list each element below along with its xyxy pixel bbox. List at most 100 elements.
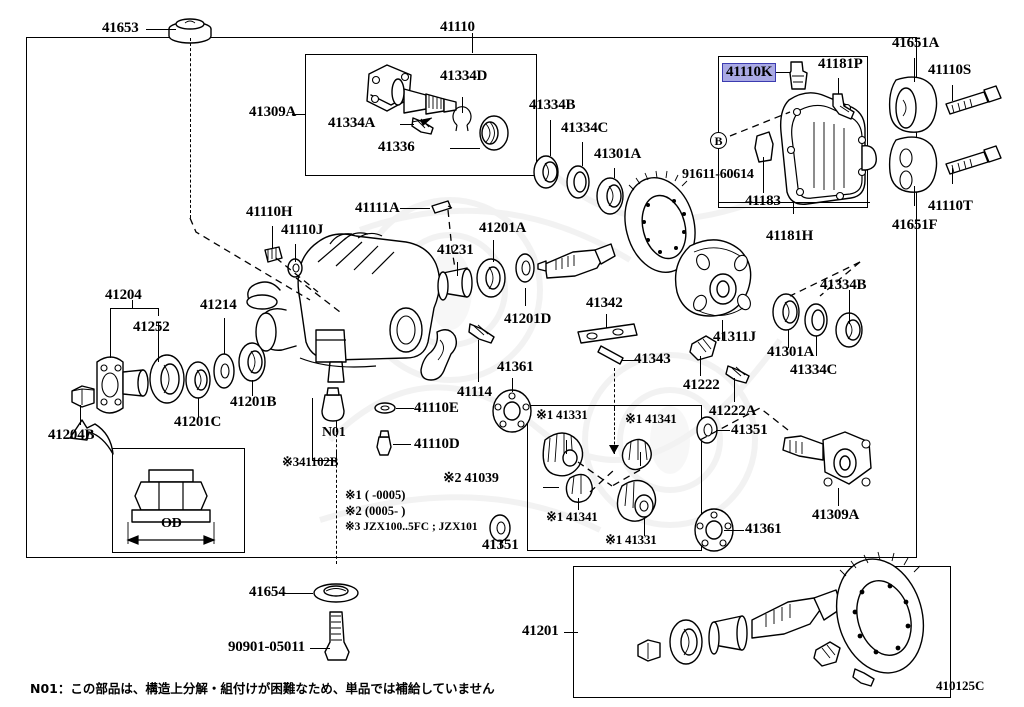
label-41311j[interactable]: 41311J [713,329,756,345]
leader-41334a [400,124,414,126]
leader-41311j [722,320,724,340]
leader-90901 [310,648,330,650]
label-41331-a[interactable]: ※1 41331 [536,407,588,422]
label-41110d[interactable]: 41110D [414,436,460,452]
label-41110j[interactable]: 41110J [281,222,324,238]
label-41351-right[interactable]: 41351 [731,422,768,438]
label-41351-left[interactable]: 41351 [482,537,519,553]
label-41336[interactable]: 41336 [378,139,415,155]
leader-41651f [914,186,916,206]
label-41039[interactable]: ※2 41039 [443,471,499,486]
label-41181p[interactable]: 41181P [818,56,863,72]
label-41110[interactable]: 41110 [440,19,475,35]
dashed-inset-arrow [614,408,615,454]
note-3: ※3 JZX100..5FC ; JZX101 [345,521,478,533]
label-41183[interactable]: 41183 [745,193,781,209]
leader-41334c-right [816,336,818,356]
leader-41342 [606,314,608,328]
label-od: OD [161,516,182,531]
leader-41343 [622,360,636,362]
label-41334c-top[interactable]: 41334C [561,120,609,136]
leader-41110s [952,85,954,101]
label-41114[interactable]: 41114 [457,384,492,400]
label-41341-a[interactable]: ※1 41341 [625,411,677,426]
leader-41334b-right [849,290,851,324]
leader-41204-h [110,308,158,310]
leader-41334b-top [550,120,552,156]
label-41111a[interactable]: 41111A [355,200,400,216]
part-41110t-bolt [945,145,1002,175]
label-41102b[interactable]: ※341102B [282,454,339,469]
label-41110s[interactable]: 41110S [928,62,971,78]
label-41334c-right[interactable]: 41334C [790,362,838,378]
leader-41361-left [512,378,514,392]
label-41654[interactable]: 41654 [249,584,286,600]
label-41201c[interactable]: 41201C [174,414,222,430]
leader-41204-stem [132,300,134,308]
leader-41341b [578,498,580,510]
label-41222a[interactable]: 41222A [709,403,757,419]
leader-41334c-top [582,142,584,166]
callout-circle-b[interactable]: B [710,132,727,149]
label-91611-60614[interactable]: 91611-60614 [682,167,754,182]
label-41334d[interactable]: 41334D [440,68,488,84]
label-41204b[interactable]: 41204B [48,427,95,443]
label-41201d[interactable]: 41201D [504,311,552,327]
footer-note: N01：この部品は、構造上分解・組付けが困難なため、単品では補給していません [30,681,495,696]
leader-41204-l [110,308,112,358]
label-41204[interactable]: 41204 [105,287,142,303]
label-41651a[interactable]: 41651A [892,35,940,51]
leader-41110e [396,408,414,410]
label-41653[interactable]: 41653 [102,20,139,36]
label-41343[interactable]: 41343 [634,351,671,367]
leader-41111a [400,208,430,210]
label-41110h[interactable]: 41110H [246,204,293,220]
note-1: ※1 ( -0005) [345,488,406,502]
leader-41201d [525,288,527,306]
label-41309a[interactable]: 41309A [249,104,297,120]
label-41201-bottom[interactable]: 41201 [522,623,559,639]
label-41301a-top[interactable]: 41301A [594,146,642,162]
label-41334a[interactable]: 41334A [328,115,376,131]
leader-41110k [776,72,790,74]
label-41651f[interactable]: 41651F [892,217,938,233]
leader-41110d [393,444,411,446]
label-41331-b[interactable]: ※1 41331 [605,532,657,547]
label-41201a[interactable]: 41201A [479,220,527,236]
inset-frame-41201 [573,566,951,698]
inset-frame-od-nut [112,448,245,553]
label-41252[interactable]: 41252 [133,319,170,335]
label-41341-b[interactable]: ※1 41341 [546,509,598,524]
label-n01[interactable]: N01 [322,425,346,440]
leader-41222 [700,356,702,376]
part-90901-05011 [324,611,350,661]
part-41654 [313,583,359,603]
label-41301a-right[interactable]: 41301A [767,344,815,360]
leader-41334d [462,97,464,113]
leader-41102b-h [312,460,336,462]
leader-41201-bottom [564,632,578,634]
dashed-41343-drop [614,368,615,408]
leader-41110h [272,226,274,248]
label-41342[interactable]: 41342 [586,295,623,311]
label-41361-right[interactable]: 41361 [745,521,782,537]
label-41110t[interactable]: 41110T [928,198,973,214]
leader-41204-r [158,308,160,316]
label-41110k-highlighted[interactable]: 41110K [722,63,777,82]
label-41361-left[interactable]: 41361 [497,359,534,375]
leader-41222a [734,378,736,402]
label-41110e[interactable]: 41110E [414,400,459,416]
leader-41102b-v [312,398,314,460]
label-41334b-top[interactable]: 41334B [529,97,576,113]
label-41222[interactable]: 41222 [683,377,720,393]
label-41309a-right[interactable]: 41309A [812,507,860,523]
part-41110s-bolt [945,85,1002,115]
label-90901[interactable]: 90901-05011 [228,639,305,655]
leader-41252 [158,322,160,362]
label-41201b[interactable]: 41201B [230,394,277,410]
label-41334b-right[interactable]: 41334B [820,277,867,293]
label-41181h[interactable]: 41181H [766,228,814,244]
label-41214[interactable]: 41214 [200,297,237,313]
label-41231[interactable]: 41231 [437,242,474,258]
